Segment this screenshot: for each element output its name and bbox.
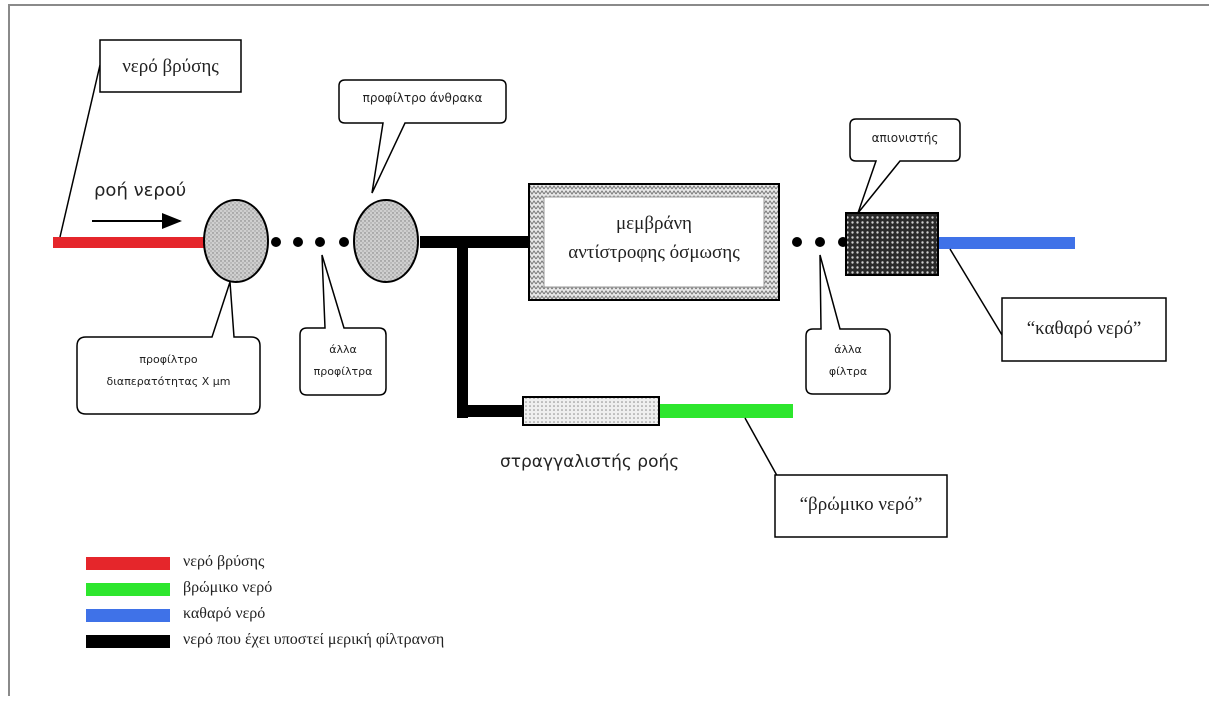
legend-swatch-tap — [86, 557, 170, 570]
legend-label-dirty: βρώμικο νερό — [183, 579, 273, 596]
tap-water-box — [99, 39, 242, 93]
prefilter-label-line1: προφίλτρο — [139, 353, 198, 366]
bypass-pipe-vertical — [457, 245, 468, 418]
legend-swatch-partial — [86, 635, 170, 648]
prefilter-x-um — [203, 199, 269, 283]
prefilter-label-line2: διαπερατότητας Χ μm — [106, 375, 231, 388]
dirty-water-label: “βρώμικο νερό” — [799, 494, 923, 515]
flow-restrictor-label: στραγγαλιστής ροής — [500, 452, 680, 472]
clean-water-label: “καθαρό νερό” — [1026, 318, 1142, 339]
flow-label: ροή νερού — [94, 180, 187, 201]
membrane-label-line2: αντίστροφης όσμωσης — [568, 242, 740, 263]
legend-label-clean: καθαρό νερό — [183, 605, 266, 622]
legend-swatches — [86, 557, 170, 648]
connector-dots-prefilters — [271, 237, 349, 247]
dirty-water-box — [774, 474, 948, 538]
connector-dots-filters — [792, 237, 848, 247]
flow-restrictor — [522, 396, 660, 426]
legend-label-tap: νερό βρύσης — [183, 553, 265, 570]
tap-water-label: νερό βρύσης — [122, 56, 219, 77]
legend-swatch-clean — [86, 609, 170, 622]
membrane-label-line1: μεμβράνη — [616, 213, 692, 234]
tap-water-pipe — [53, 237, 208, 248]
other-filters-label-line1: άλλα — [834, 343, 862, 356]
clean-water-box — [1001, 297, 1167, 362]
carbon-prefilter-label: προφίλτρο άνθρακα — [362, 91, 483, 105]
ro-membrane-inner — [543, 196, 765, 288]
diagram-frame — [8, 4, 1209, 696]
dirty-water-pipe — [656, 404, 793, 418]
partial-filtered-pipe — [420, 236, 530, 248]
other-prefilters-label-line1: άλλα — [329, 343, 357, 356]
other-filters-label-line2: φίλτρα — [828, 365, 868, 378]
carbon-prefilter — [353, 199, 419, 283]
callouts — [76, 79, 961, 415]
deionizer-label: απιονιστής — [871, 131, 939, 145]
legend-label-partial: νερό που έχει υποστεί μερική φίλτρανση — [183, 631, 445, 648]
clean-water-pipe — [936, 237, 1075, 249]
other-prefilters-label-line2: προφίλτρα — [313, 365, 373, 378]
deionizer — [845, 212, 939, 276]
legend-swatch-dirty — [86, 583, 170, 596]
bypass-pipe-horizontal — [457, 405, 525, 417]
